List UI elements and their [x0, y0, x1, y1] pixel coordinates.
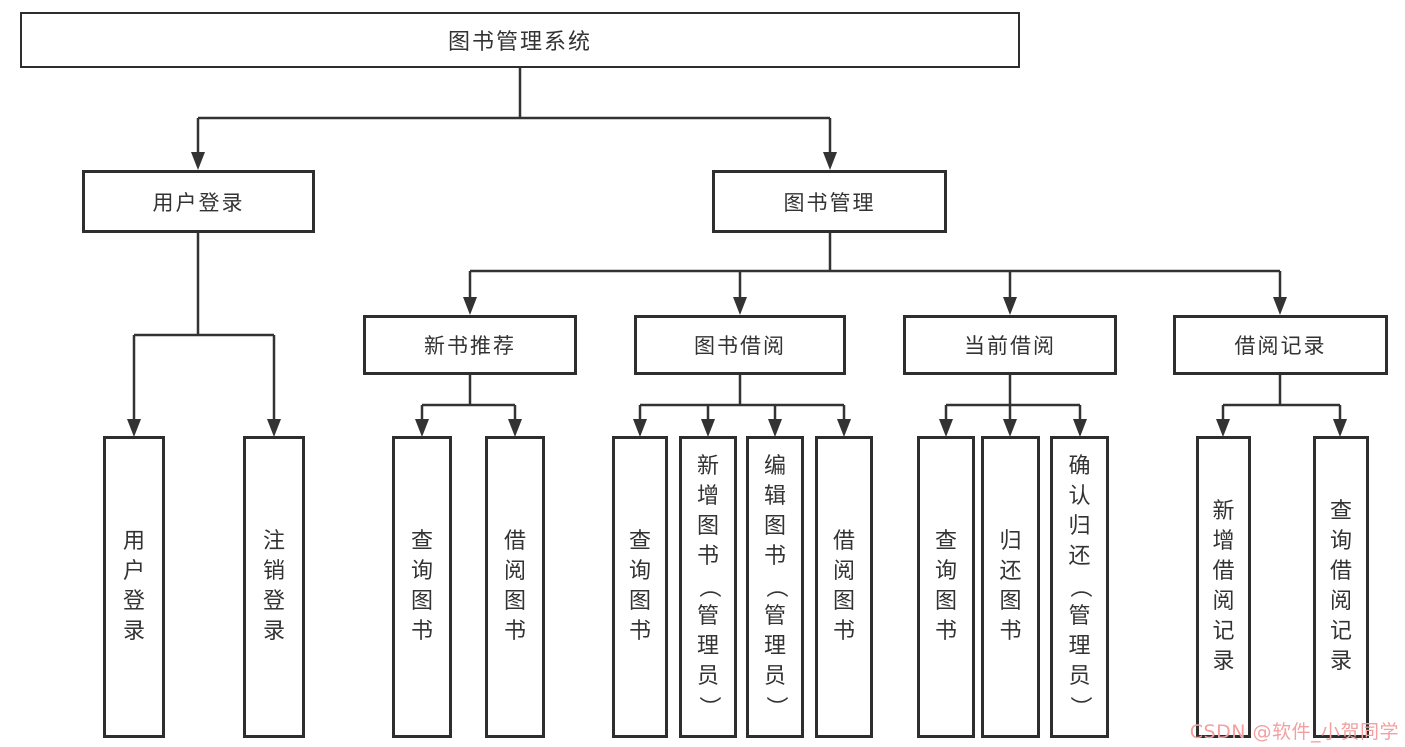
node-borrow-records: 借阅记录: [1173, 315, 1388, 375]
node-leaf-add-borrow-record: 新增借阅记录: [1196, 436, 1251, 738]
node-leaf-user-login-label: 用户登录: [122, 529, 145, 644]
node-book-borrow-label: 图书借阅: [694, 334, 786, 358]
node-leaf-borrow-query-book: 查询图书: [612, 436, 668, 738]
node-user-login-label: 用户登录: [152, 190, 245, 215]
arrowheads: [127, 152, 1347, 437]
node-leaf-add-book-admin: 新增图书（管理员）: [679, 436, 737, 738]
node-leaf-return-book: 归还图书: [981, 436, 1040, 738]
node-leaf-edit-book-admin: 编辑图书（管理员）: [746, 436, 804, 738]
node-leaf-add-borrow-record-label: 新增借阅记录: [1212, 499, 1235, 674]
node-leaf-logout: 注销登录: [243, 436, 305, 738]
node-leaf-recommend-borrow-book: 借阅图书: [485, 436, 545, 738]
node-leaf-confirm-return-admin: 确认归还（管理员）: [1050, 436, 1109, 738]
node-leaf-confirm-return-admin-label: 确认归还（管理员）: [1067, 454, 1093, 719]
node-new-book-recommend: 新书推荐: [363, 315, 577, 375]
node-root: 图书管理系统: [20, 12, 1020, 68]
node-current-borrow: 当前借阅: [903, 315, 1117, 375]
node-leaf-logout-label: 注销登录: [262, 529, 285, 644]
node-leaf-borrow-book-label: 借阅图书: [832, 529, 855, 644]
node-book-management: 图书管理: [712, 170, 947, 233]
node-current-borrow-label: 当前借阅: [964, 334, 1056, 358]
node-new-book-recommend-label: 新书推荐: [424, 334, 516, 358]
node-leaf-recommend-query-book: 查询图书: [392, 436, 452, 738]
node-leaf-user-login: 用户登录: [103, 436, 165, 738]
node-leaf-return-book-label: 归还图书: [999, 529, 1022, 644]
node-book-borrow: 图书借阅: [634, 315, 846, 375]
node-leaf-query-borrow-record: 查询借阅记录: [1313, 436, 1369, 738]
watermark-text: CSDN @软件_小贺同学: [1189, 721, 1399, 743]
node-leaf-recommend-borrow-book-label: 借阅图书: [503, 529, 526, 644]
node-root-label: 图书管理系统: [447, 30, 592, 55]
node-book-management-label: 图书管理: [783, 190, 876, 215]
node-leaf-current-query-book: 查询图书: [917, 436, 975, 738]
node-leaf-add-book-admin-label: 新增图书（管理员）: [695, 454, 721, 719]
node-user-login: 用户登录: [82, 170, 315, 233]
node-leaf-current-query-book-label: 查询图书: [934, 529, 957, 644]
node-leaf-query-borrow-record-label: 查询借阅记录: [1329, 499, 1352, 674]
node-leaf-borrow-book: 借阅图书: [815, 436, 873, 738]
node-leaf-recommend-query-book-label: 查询图书: [410, 529, 433, 644]
node-leaf-edit-book-admin-label: 编辑图书（管理员）: [762, 454, 788, 719]
node-borrow-records-label: 借阅记录: [1234, 334, 1327, 358]
node-leaf-borrow-query-book-label: 查询图书: [628, 529, 651, 644]
